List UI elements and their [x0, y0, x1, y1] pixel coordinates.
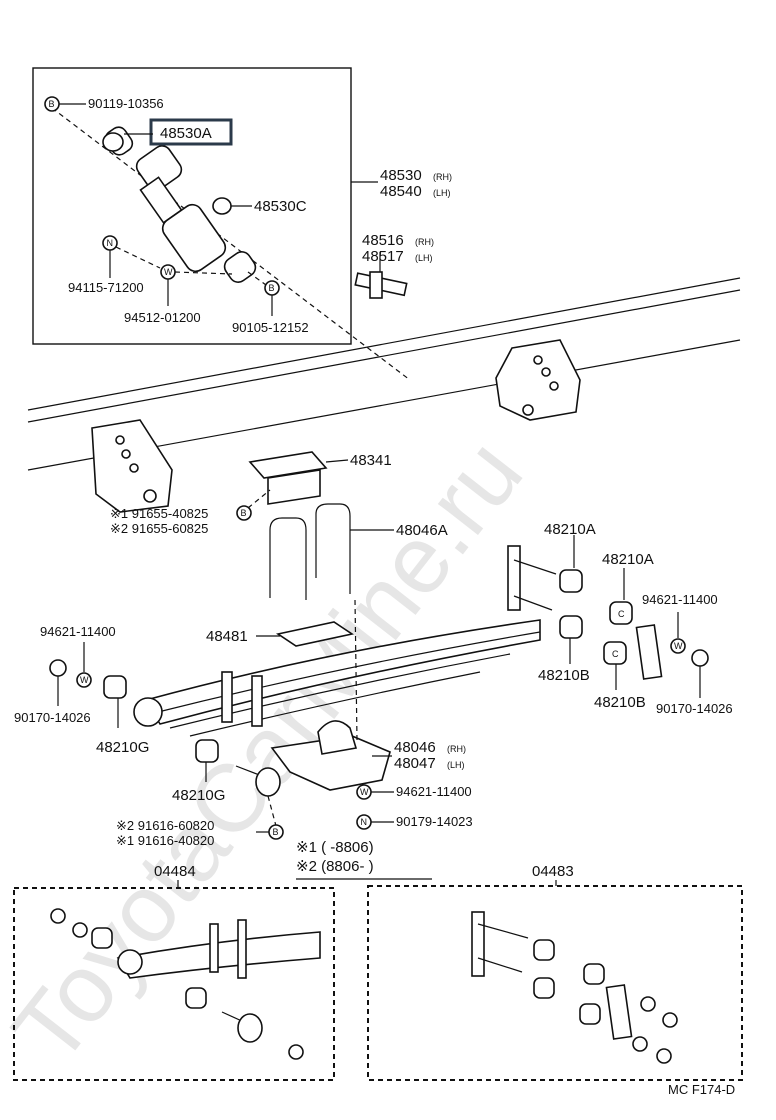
shock-absorber[interactable]	[103, 124, 259, 286]
highlight-box-48530a	[149, 118, 233, 146]
svg-text:W: W	[360, 787, 369, 797]
label-48481: 48481	[206, 628, 248, 645]
label-48210g-2: 48210G	[172, 787, 225, 804]
svg-text:(LH): (LH)	[433, 188, 451, 198]
bushing-48210b[interactable]	[603, 641, 627, 665]
kit-04483-parts	[471, 911, 678, 1064]
svg-text:N: N	[361, 817, 368, 827]
label-48540: 48540	[380, 183, 422, 200]
svg-text:B: B	[269, 283, 275, 293]
svg-text:(RH): (RH)	[447, 744, 466, 754]
marker-w-icon	[670, 638, 686, 654]
label-48530a: 48530A	[160, 125, 212, 142]
spring-pin[interactable]	[235, 765, 281, 797]
label-94512-01200: 94512-01200	[124, 310, 201, 325]
shackle-plate[interactable]	[635, 624, 663, 680]
kit-04484-frame	[13, 887, 335, 1081]
label-94621-11400-left: 94621-11400	[40, 624, 116, 639]
label-48210b-1: 48210B	[538, 667, 590, 684]
svg-text:(LH): (LH)	[415, 253, 433, 263]
marker-b-icon	[236, 505, 252, 521]
kit-label-04483: 04483	[532, 863, 574, 880]
svg-text:(RH): (RH)	[415, 237, 434, 247]
nut-icon[interactable]	[691, 649, 709, 667]
label-91655-60825: ※2 91655-60825	[110, 521, 208, 536]
bushing-48530c[interactable]	[212, 197, 232, 215]
label-48046a: 48046A	[396, 522, 448, 539]
bushing-48530a[interactable]	[102, 132, 124, 152]
label-94115-71200: 94115-71200	[68, 280, 144, 295]
label-48210g-1: 48210G	[96, 739, 149, 756]
shock-mount-stud[interactable]	[354, 271, 408, 299]
label-48210a-2: 48210A	[602, 551, 654, 568]
bushing-48210b[interactable]	[559, 615, 583, 639]
bushing-48210a[interactable]	[609, 601, 633, 625]
svg-text:C: C	[612, 649, 619, 659]
shock-absorber-inset-frame	[32, 67, 352, 345]
front-spring-hanger-bracket	[91, 419, 173, 513]
label-48341: 48341	[350, 452, 392, 469]
note-1: ※1 ( -8806)	[296, 839, 374, 856]
diagram-code: MC F174-D	[668, 1082, 735, 1097]
label-91616-40820: ※1 91616-40820	[116, 833, 214, 848]
label-48530c: 48530C	[254, 198, 307, 215]
kit-04484-parts	[50, 908, 321, 1060]
svg-text:C: C	[618, 609, 625, 619]
label-48046: 48046	[394, 739, 436, 756]
svg-text:B: B	[241, 508, 247, 518]
u-bolt-48046a[interactable]	[269, 503, 351, 600]
bushing-48210g[interactable]	[195, 739, 219, 763]
svg-text:N: N	[107, 238, 114, 248]
leaf-spring[interactable]	[133, 619, 541, 737]
label-90170-14026-left: 90170-14026	[14, 710, 91, 725]
spring-seat-48046[interactable]	[270, 720, 391, 791]
label-94621-11400-center: 94621-11400	[396, 784, 472, 799]
label-48210a-1: 48210A	[544, 521, 596, 538]
label-91616-60820: ※2 91616-60820	[116, 818, 214, 833]
svg-text:W: W	[674, 641, 683, 651]
note-2: ※2 (8806- )	[296, 858, 374, 875]
label-94621-11400-right: 94621-11400	[642, 592, 718, 607]
marker-w-icon	[76, 672, 92, 688]
label-48516: 48516	[362, 232, 404, 249]
kit-label-04484: 04484	[154, 863, 196, 880]
label-91655-40825: ※1 91655-40825	[110, 506, 208, 521]
nut-icon[interactable]	[49, 659, 67, 677]
svg-text:B: B	[273, 827, 279, 837]
svg-text:(LH): (LH)	[447, 760, 465, 770]
bushing-48210a[interactable]	[559, 569, 583, 593]
spring-seat-plate-48481[interactable]	[275, 621, 355, 647]
label-90119-10356: 90119-10356	[88, 96, 164, 111]
svg-text:W: W	[80, 675, 89, 685]
svg-text:(RH): (RH)	[433, 172, 452, 182]
label-48517: 48517	[362, 248, 404, 265]
kit-04483-frame	[367, 885, 743, 1081]
svg-text:W: W	[164, 267, 173, 277]
label-48210b-2: 48210B	[594, 694, 646, 711]
label-48530: 48530	[380, 167, 422, 184]
bump-stopper-48341[interactable]	[248, 451, 328, 505]
spring-shackle-assembly[interactable]	[507, 545, 557, 611]
rear-spring-hanger-bracket	[495, 339, 581, 421]
bushing-48210g[interactable]	[103, 675, 127, 699]
label-90170-14026-right: 90170-14026	[656, 701, 733, 716]
label-48047: 48047	[394, 755, 436, 772]
label-90105-12152: 90105-12152	[232, 320, 309, 335]
label-90179-14023: 90179-14023	[396, 814, 473, 829]
svg-text:B: B	[49, 99, 55, 109]
